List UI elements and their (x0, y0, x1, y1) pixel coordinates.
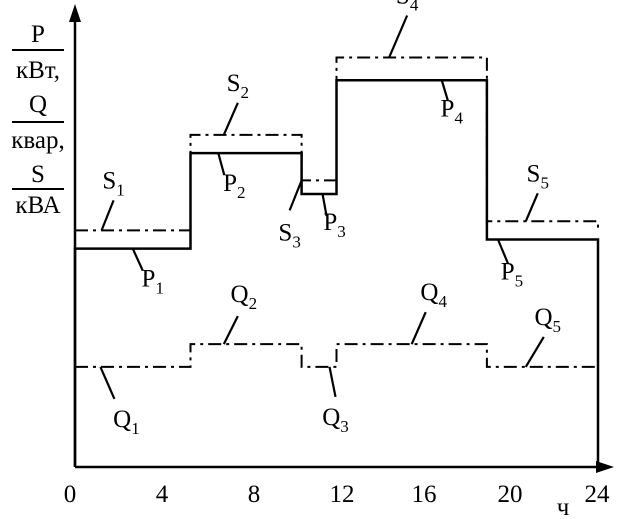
series-label-p4: P4 (441, 95, 464, 127)
series-label-q1: Q1 (113, 406, 140, 438)
x-axis-arrow (596, 461, 614, 473)
x-tick-label: 24 (585, 481, 611, 508)
series-label-q5: Q5 (534, 304, 561, 336)
series-label-s5: S5 (527, 160, 549, 192)
leader-line-q3 (328, 366, 337, 398)
leader-line-q4 (410, 311, 427, 345)
series-label-q3: Q3 (322, 404, 349, 436)
x-tick-label: 4 (156, 481, 169, 508)
series-line-s (75, 56, 599, 232)
series-label-p2: P2 (223, 170, 245, 202)
leader-line-p1 (131, 248, 144, 272)
x-axis-label: ч (557, 494, 570, 519)
leader-line-q1 (99, 366, 116, 400)
x-tick-label: 16 (412, 481, 437, 508)
y-label-p-num: P (31, 21, 45, 48)
leader-line-p4 (440, 79, 449, 101)
leader-line-s2 (222, 102, 239, 136)
series-label-s4: S4 (396, 0, 419, 15)
x-tick-label: 20 (498, 481, 523, 508)
x-ticks: 0 4 8 12 16 20 24 (64, 481, 610, 508)
y-label-s-den: кВА (15, 192, 60, 219)
leader-line-s1 (100, 199, 115, 231)
y-axis-arrow (69, 4, 81, 22)
leader-line-p5 (496, 239, 509, 264)
leader-line-s5 (524, 192, 539, 222)
series-layer (73, 56, 600, 467)
leader-line-q2 (222, 315, 239, 345)
series-line-p (73, 79, 600, 467)
y-label-p-den: кВт, (16, 57, 60, 84)
leader-line-p2 (217, 152, 226, 176)
series-label-q2: Q2 (231, 281, 258, 313)
series-label-s2: S2 (227, 70, 249, 102)
series-label-p1: P1 (142, 266, 164, 298)
series-label-s3: S3 (278, 219, 300, 251)
y-axis-label: P кВт, Q квар, S кВА (11, 21, 64, 219)
y-label-q-num: Q (29, 91, 47, 118)
x-tick-label: 12 (330, 481, 355, 508)
y-label-s-num: S (31, 161, 45, 188)
leader-line-p3 (321, 193, 328, 217)
series-line-q (75, 343, 598, 368)
series-label-p5: P5 (501, 259, 523, 291)
leader-line-q5 (524, 336, 545, 368)
leader-line-s3 (288, 179, 303, 211)
y-label-q-den: квар, (11, 127, 64, 154)
series-label-s1: S1 (102, 167, 124, 199)
series-label-q4: Q4 (420, 279, 447, 311)
leader-line-s4 (388, 15, 409, 58)
x-tick-label: 0 (64, 481, 77, 508)
x-tick-label: 8 (248, 481, 261, 508)
series-label-p3: P3 (323, 209, 345, 241)
